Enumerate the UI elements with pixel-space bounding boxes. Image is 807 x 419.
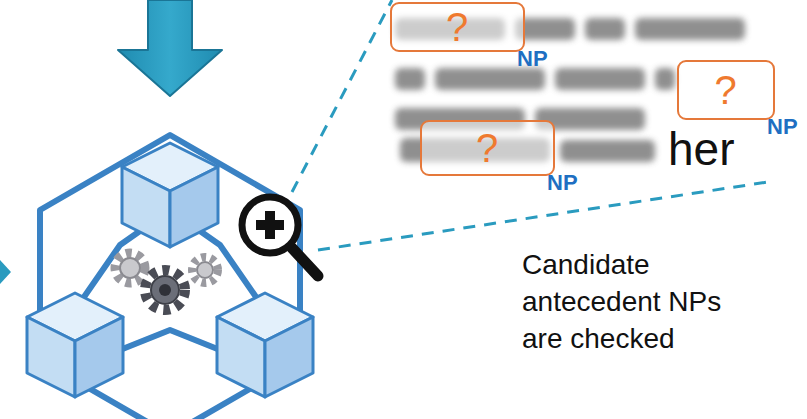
pronoun-word: her bbox=[668, 124, 734, 175]
candidate-np-box: ?NP bbox=[420, 120, 555, 176]
magnifier-icon bbox=[242, 197, 318, 276]
gears bbox=[115, 253, 218, 310]
unknown-mark: ? bbox=[714, 70, 736, 110]
zoom-lines bbox=[292, 0, 768, 250]
np-tag: NP bbox=[767, 116, 798, 138]
np-tag: NP bbox=[547, 172, 578, 194]
np-tag: NP bbox=[517, 48, 548, 70]
unknown-mark: ? bbox=[446, 7, 468, 47]
candidate-np-box: ?NP bbox=[677, 60, 775, 120]
input-arrow bbox=[118, 0, 222, 96]
candidate-np-box: ?NP bbox=[390, 2, 525, 52]
cubes bbox=[27, 143, 313, 397]
unknown-mark: ? bbox=[476, 128, 498, 168]
side-arrow bbox=[0, 260, 11, 284]
caption-text: Candidate antecedent NPs are checked bbox=[522, 246, 762, 357]
